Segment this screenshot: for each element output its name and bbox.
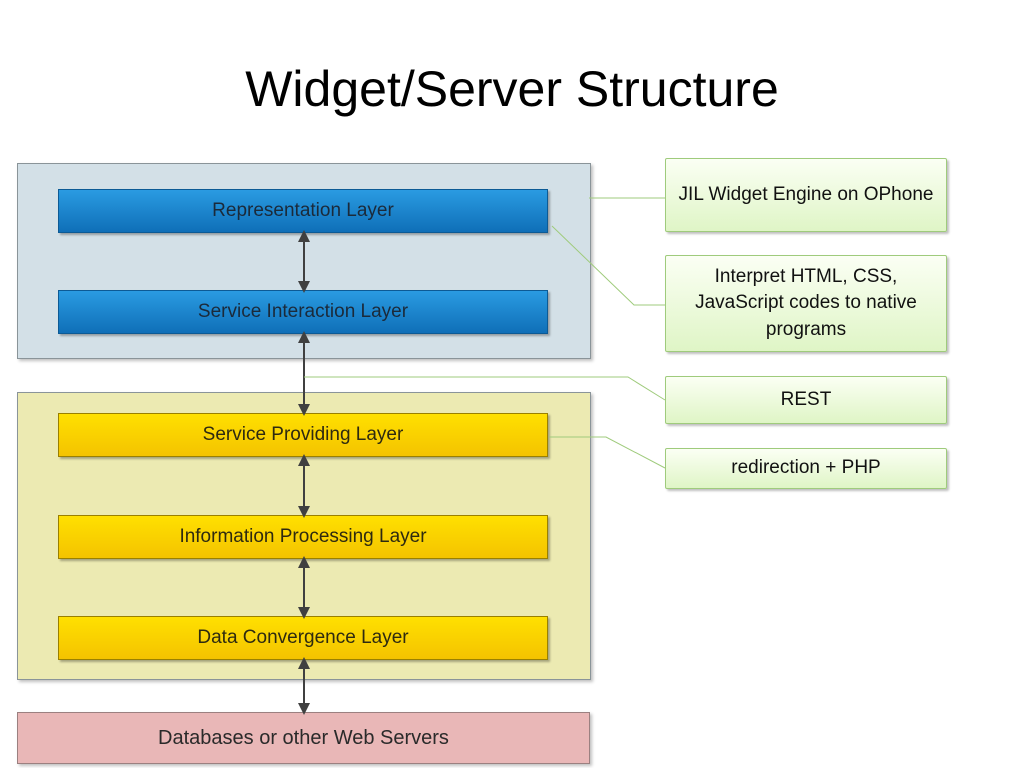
service-interaction-layer: Service Interaction Layer (58, 290, 548, 334)
page-title: Widget/Server Structure (245, 61, 779, 117)
representation-layer: Representation Layer (58, 189, 548, 233)
information-processing-layer: Information Processing Layer (58, 515, 548, 559)
note-redirection: redirection + PHP (665, 448, 947, 489)
note-interpret: Interpret HTML, CSS, JavaScript codes to… (665, 255, 947, 352)
note-rest: REST (665, 376, 947, 424)
data-convergence-layer: Data Convergence Layer (58, 616, 548, 660)
databases-layer: Databases or other Web Servers (17, 712, 590, 764)
service-providing-layer: Service Providing Layer (58, 413, 548, 457)
note-jil-engine: JIL Widget Engine on OPhone (665, 158, 947, 232)
